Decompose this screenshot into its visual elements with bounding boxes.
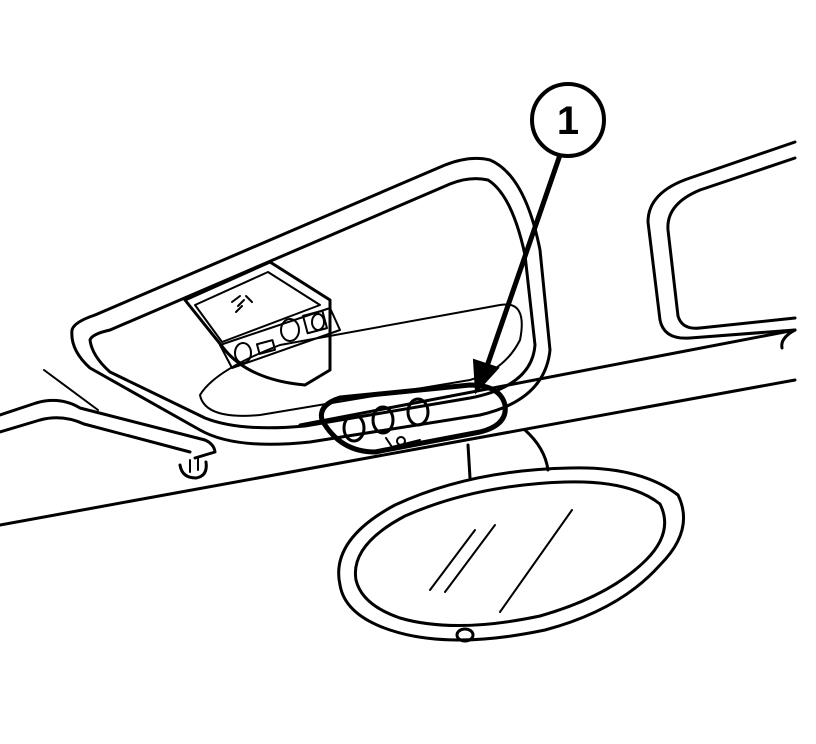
sun-visor <box>646 140 797 350</box>
callout-1: 1 <box>472 82 606 395</box>
dome-lamp-assembly <box>318 382 508 455</box>
callout-number: 1 <box>557 99 579 143</box>
callout-arrow-head <box>472 358 500 395</box>
overhead-console <box>70 156 552 446</box>
headliner <box>0 328 797 527</box>
callout-circle <box>530 82 606 158</box>
rear-view-mirror <box>337 428 686 643</box>
